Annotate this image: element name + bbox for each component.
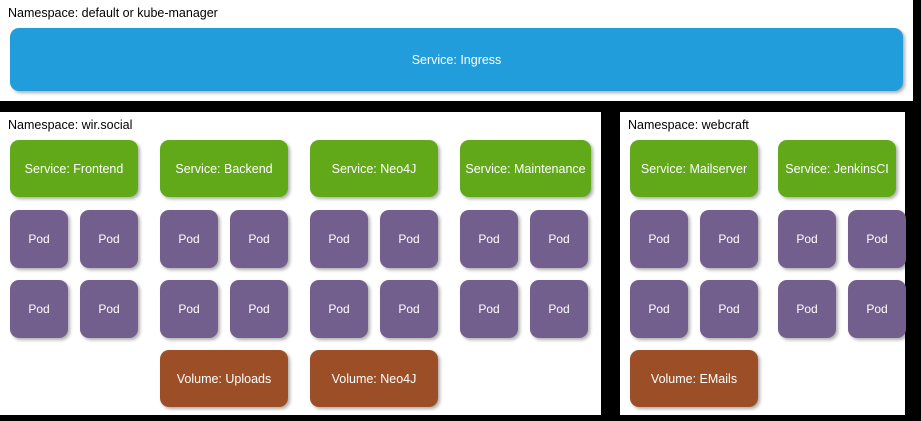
- pod-backend-1[interactable]: Pod: [160, 210, 218, 268]
- service-mailserver[interactable]: Service: Mailserver: [630, 140, 758, 197]
- pod-maintenance-2[interactable]: Pod: [530, 210, 588, 268]
- pod-frontend-3[interactable]: Pod: [10, 280, 68, 338]
- pod-neo4j-1[interactable]: Pod: [310, 210, 368, 268]
- pod-backend-2[interactable]: Pod: [230, 210, 288, 268]
- pod-maintenance-4[interactable]: Pod: [530, 280, 588, 338]
- pod-mailserver-2[interactable]: Pod: [700, 210, 758, 268]
- service-ingress[interactable]: Service: Ingress: [10, 28, 903, 91]
- pod-backend-4[interactable]: Pod: [230, 280, 288, 338]
- pod-frontend-2[interactable]: Pod: [80, 210, 138, 268]
- namespace-panel-webcraft: Namespace: webcraft Service: Mailserver …: [620, 112, 906, 415]
- volume-emails[interactable]: Volume: EMails: [630, 350, 758, 407]
- pod-jenkinsci-4[interactable]: Pod: [848, 280, 906, 338]
- pod-frontend-1[interactable]: Pod: [10, 210, 68, 268]
- pod-jenkinsci-3[interactable]: Pod: [778, 280, 836, 338]
- volume-uploads[interactable]: Volume: Uploads: [160, 350, 288, 407]
- pod-neo4j-3[interactable]: Pod: [310, 280, 368, 338]
- namespace-panel-default: Namespace: default or kube-manager Servi…: [0, 0, 913, 101]
- namespace-label-wir-social: Namespace: wir.social: [8, 118, 133, 132]
- pod-backend-3[interactable]: Pod: [160, 280, 218, 338]
- service-jenkinsci[interactable]: Service: JenkinsCI: [778, 140, 896, 197]
- pod-mailserver-3[interactable]: Pod: [630, 280, 688, 338]
- pod-maintenance-1[interactable]: Pod: [460, 210, 518, 268]
- volume-neo4j[interactable]: Volume: Neo4J: [310, 350, 438, 407]
- pod-mailserver-1[interactable]: Pod: [630, 210, 688, 268]
- service-maintenance[interactable]: Service: Maintenance: [460, 140, 591, 197]
- namespace-panel-wir-social: Namespace: wir.social Service: Frontend …: [0, 112, 601, 415]
- pod-jenkinsci-1[interactable]: Pod: [778, 210, 836, 268]
- pod-neo4j-2[interactable]: Pod: [380, 210, 438, 268]
- pod-frontend-4[interactable]: Pod: [80, 280, 138, 338]
- pod-neo4j-4[interactable]: Pod: [380, 280, 438, 338]
- namespace-label-webcraft: Namespace: webcraft: [628, 118, 749, 132]
- pod-jenkinsci-2[interactable]: Pod: [848, 210, 906, 268]
- pod-maintenance-3[interactable]: Pod: [460, 280, 518, 338]
- service-backend[interactable]: Service: Backend: [160, 140, 288, 197]
- service-frontend[interactable]: Service: Frontend: [10, 140, 138, 197]
- namespace-label-default: Namespace: default or kube-manager: [8, 6, 218, 20]
- pod-mailserver-4[interactable]: Pod: [700, 280, 758, 338]
- service-neo4j[interactable]: Service: Neo4J: [310, 140, 438, 197]
